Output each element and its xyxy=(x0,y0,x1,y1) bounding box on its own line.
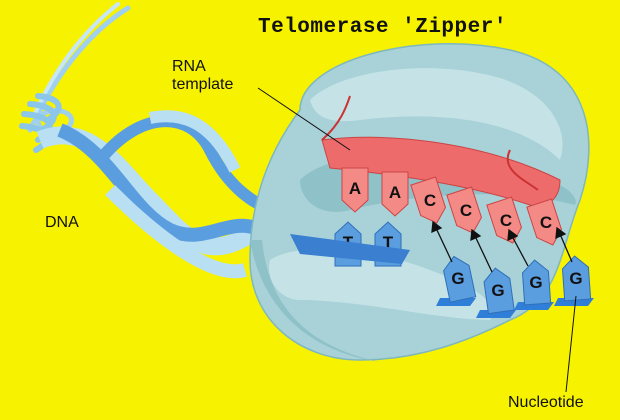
arrow-g2 xyxy=(474,235,493,273)
rna-template-label-line-1: RNA xyxy=(172,58,206,75)
nucleotide-label: Nucleotide xyxy=(508,394,584,411)
template-base: A xyxy=(381,171,409,217)
arrowhead-icon xyxy=(431,220,443,234)
arrow-g4 xyxy=(559,233,573,263)
arrowhead-icon xyxy=(470,228,482,242)
arrow-g1 xyxy=(435,227,453,263)
template-base: A xyxy=(341,167,369,213)
template-base: C xyxy=(410,176,446,224)
template-base-letter: C xyxy=(540,213,552,232)
nucleotide: G xyxy=(514,259,554,310)
nucleotide-letter: G xyxy=(529,273,542,292)
paired-bases: TT xyxy=(290,221,410,267)
template-base-letter: A xyxy=(389,183,401,202)
rna-template-leader xyxy=(257,87,351,151)
diagram-title: Telomerase 'Zipper' xyxy=(258,16,507,39)
pairing-arrows xyxy=(431,220,573,273)
template-base-letter: C xyxy=(460,201,472,220)
template-base-letter: C xyxy=(500,211,512,230)
nucleotide-letter: G xyxy=(491,281,504,300)
nucleotide: G xyxy=(554,255,594,306)
template-bases: A A C C C C xyxy=(341,167,562,246)
paired-base-letter: T xyxy=(383,233,394,252)
leader-lines xyxy=(257,87,577,393)
nucleotide: G xyxy=(436,255,477,306)
template-base-letter: C xyxy=(424,191,436,210)
nucleotide-letter: G xyxy=(569,269,582,288)
template-base: C xyxy=(486,196,522,244)
arrow-g3 xyxy=(511,235,529,267)
rna-template-label-line-2: template xyxy=(172,76,234,94)
template-base-letter: A xyxy=(349,179,361,198)
dna-backbone xyxy=(290,234,410,264)
arrowhead-icon xyxy=(507,228,519,242)
nucleotide: G xyxy=(476,267,516,318)
arrowhead-icon xyxy=(555,226,567,240)
nucleotide-leader xyxy=(565,295,577,393)
nucleotide-letter: G xyxy=(451,269,464,288)
template-base: C xyxy=(446,186,482,234)
rna-template-label: RNA template xyxy=(172,58,233,95)
dna-label: DNA xyxy=(45,214,79,231)
